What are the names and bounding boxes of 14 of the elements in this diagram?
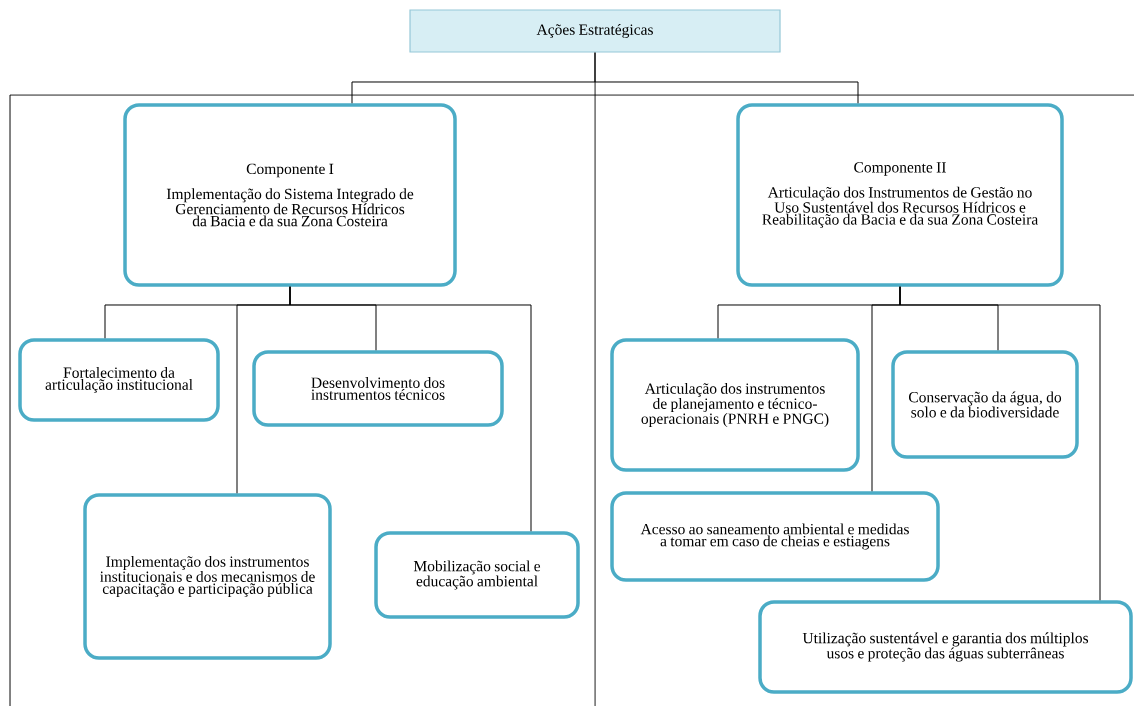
- action-box: Conservação da água, do solo e da biodiversidade: [891, 350, 1079, 459]
- action-box: Implementação dos instrumentos institucionais e dos mecanismos de capacitação e participação pública: [83, 493, 332, 660]
- component-box: Componente I Implementação do Sistema Integrado de Gerenciamento de Recursos Hídricos da Bacia e da sua Zona Costeira: [123, 103, 457, 287]
- action-box: Acesso ao saneamento ambiental e medidas a tomar em caso de cheias e estiagens: [610, 491, 940, 582]
- component-box: Componente II Articulação dos Instrumentos de Gestão no Uso Sustentável dos Recursos Hídricos e Reabilitação da Bacia e da sua Zona Costeira: [736, 103, 1064, 287]
- connector: [594, 52, 859, 104]
- action-box: Utilização sustentável e garantia dos múltiplos usos e proteção das águas subterrâneas: [758, 600, 1133, 694]
- action-box: Fortalecimento da articulação institucional: [18, 338, 220, 422]
- action-box: Desenvolvimento dos instrumentos técnicos: [252, 350, 504, 427]
- connector: [289, 286, 532, 532]
- connector: [899, 286, 1101, 601]
- action-box: Articulação dos instrumentos de planejamento e técnico-operacionais (PNRH e PNGC): [610, 338, 860, 472]
- action-box: Mobilização social e educação ambiental: [374, 531, 580, 619]
- title-box: Ações Estratégicas: [409, 9, 781, 53]
